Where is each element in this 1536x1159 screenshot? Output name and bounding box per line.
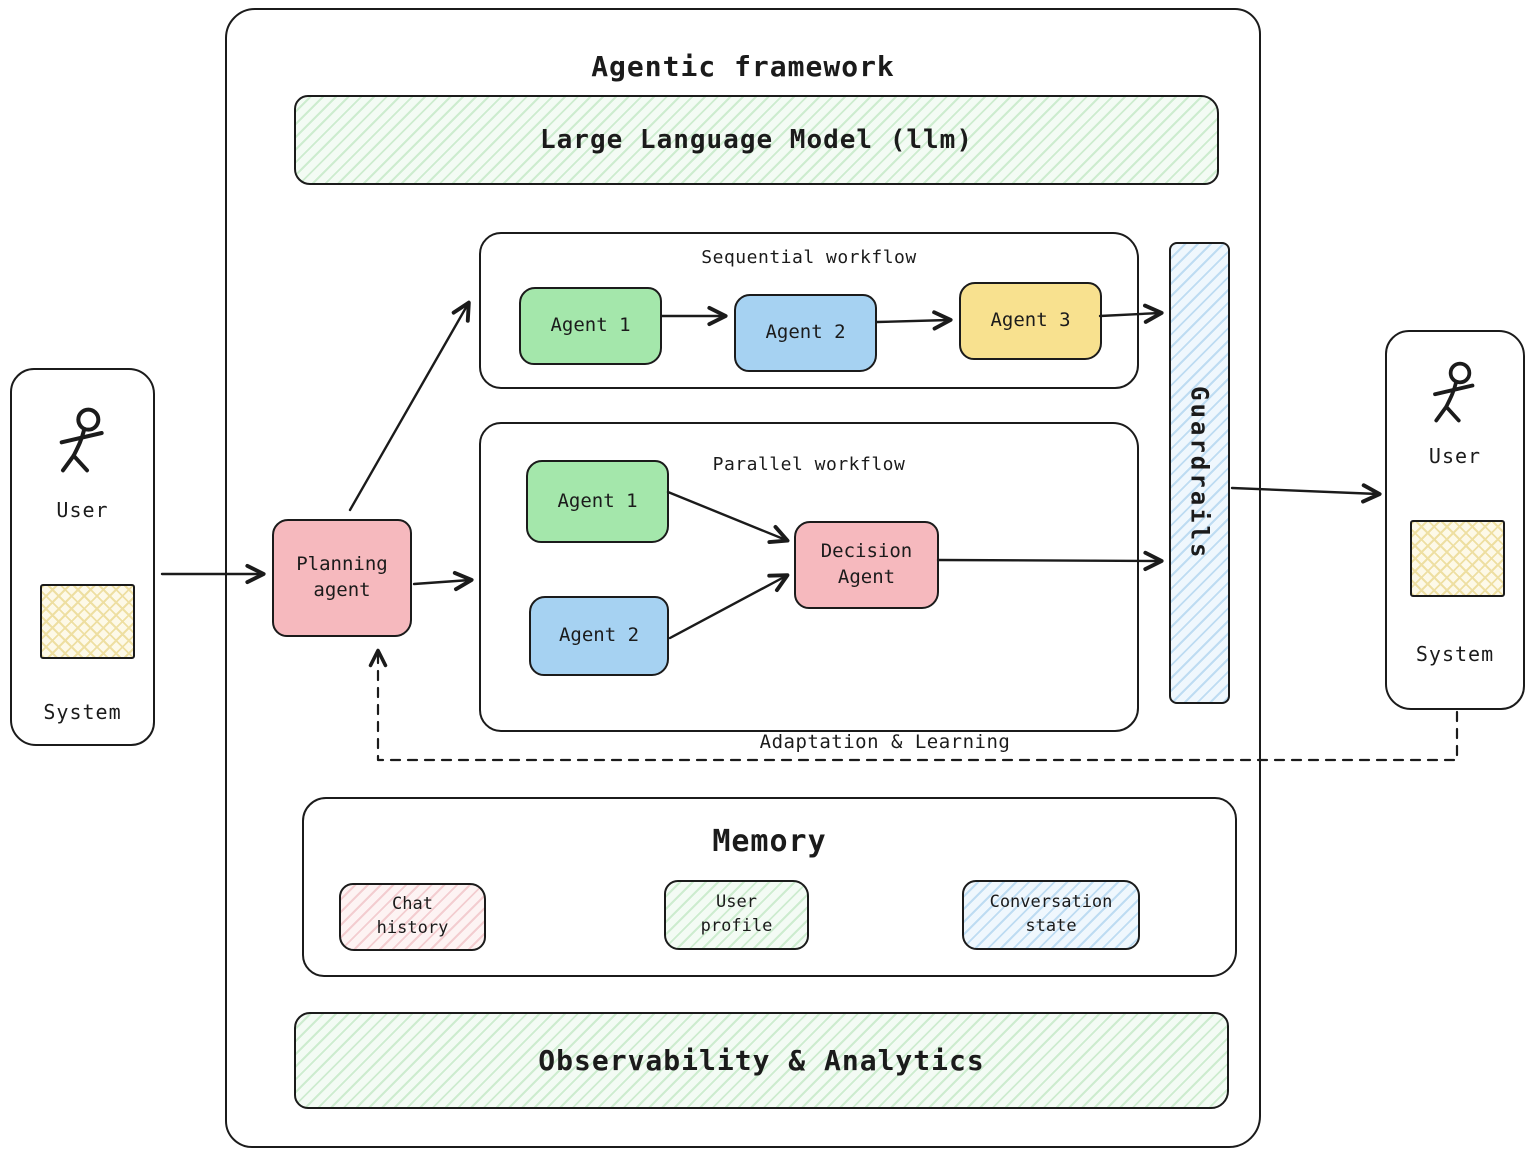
parallel-agent-1-node: Agent 1 (526, 460, 669, 543)
user-icon (12, 406, 153, 476)
user-icon (1387, 360, 1523, 426)
guardrails-bar: Guardrails (1169, 242, 1230, 704)
sequential-agent-1-node: Agent 1 (519, 287, 662, 365)
system-label: System (43, 700, 122, 724)
adaptation-learning-label: Adaptation & Learning (759, 731, 1011, 753)
left-user-system-box: User System (10, 368, 155, 746)
planning-agent-node: Planning agent (272, 519, 412, 637)
framework-title: Agentic framework (591, 50, 895, 83)
sequential-agent-3-node: Agent 3 (959, 282, 1102, 360)
sequential-workflow-box: Sequential workflow Agent 1 Agent 2 Agen… (479, 232, 1139, 389)
right-user-system-box: User System (1385, 330, 1525, 710)
guardrails-label: Guardrails (1185, 385, 1214, 561)
parallel-workflow-box: Parallel workflow Agent 1 Agent 2 Decisi… (479, 422, 1139, 732)
sequential-workflow-title: Sequential workflow (701, 247, 917, 268)
user-label: User (56, 498, 109, 522)
chat-history-node: Chat history (339, 883, 486, 951)
system-swatch-icon (40, 584, 135, 659)
observability-bar: Observability & Analytics (294, 1012, 1229, 1109)
system-label: System (1415, 642, 1495, 666)
decision-agent-node: Decision Agent (794, 521, 939, 609)
memory-title: Memory (712, 824, 827, 859)
conversation-state-node: Conversation state (962, 880, 1140, 950)
memory-box: Memory Chat history User profile Convers… (302, 797, 1237, 977)
user-label: User (1428, 444, 1482, 468)
agentic-framework-frame: Agentic framework Large Language Model (… (225, 8, 1261, 1148)
parallel-agent-2-node: Agent 2 (529, 596, 669, 676)
user-profile-node: User profile (664, 880, 809, 950)
llm-bar: Large Language Model (llm) (294, 95, 1219, 185)
parallel-workflow-title: Parallel workflow (712, 454, 906, 475)
sequential-agent-2-node: Agent 2 (734, 294, 877, 372)
system-swatch-icon (1410, 520, 1505, 597)
